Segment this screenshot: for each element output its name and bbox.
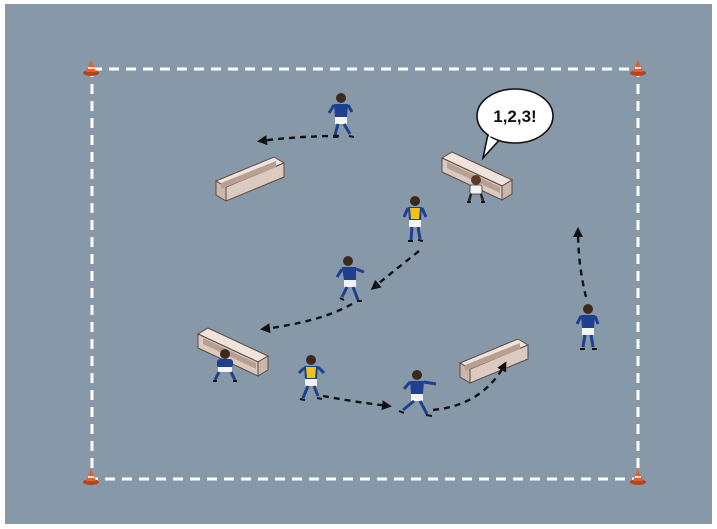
arrow-icon bbox=[260, 302, 353, 334]
goalkeeper-icon bbox=[467, 175, 485, 203]
arrow-icon bbox=[370, 250, 420, 290]
pitch-background bbox=[5, 4, 712, 524]
player-icon bbox=[398, 370, 437, 417]
cone-icon bbox=[630, 60, 646, 76]
player-icon bbox=[335, 256, 365, 302]
player-icon bbox=[213, 349, 237, 382]
arrow-icon bbox=[257, 134, 340, 146]
playing-area-boundary bbox=[90, 67, 640, 481]
player-with-vest-icon bbox=[297, 355, 326, 401]
arrow-icon bbox=[432, 361, 507, 412]
cone-icon bbox=[83, 469, 99, 485]
arrow-icon bbox=[322, 394, 392, 411]
player-with-vest-icon bbox=[402, 196, 428, 242]
mini-goal-icon bbox=[214, 156, 286, 202]
player-icon bbox=[575, 304, 600, 350]
speech-bubble-icon: 1,2,3! bbox=[476, 88, 554, 161]
cone-icon bbox=[630, 469, 646, 485]
speech-bubble-text: 1,2,3! bbox=[493, 107, 536, 126]
cone-icon bbox=[83, 60, 99, 76]
arrow-icon bbox=[573, 227, 588, 298]
